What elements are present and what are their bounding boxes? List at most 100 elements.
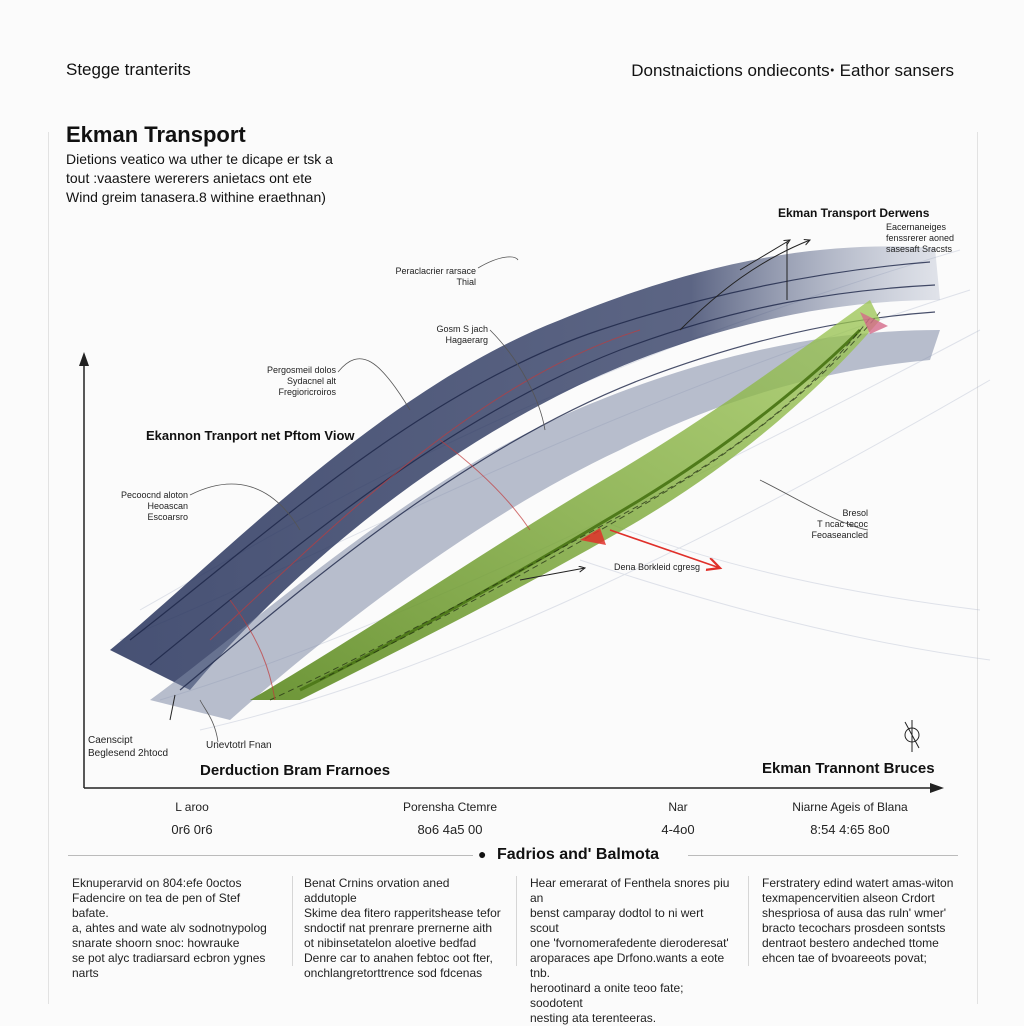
column-divider [516, 876, 517, 966]
bottom-right-label: Ekman Trannont Bruces [762, 760, 935, 777]
note-line: Thial [456, 277, 476, 287]
x-tick-value: 8o6 4a5 00 [417, 822, 483, 837]
description-line: tout :vaastere wererers anietacs ont ete [66, 170, 312, 186]
x-tick-label: Niarne Ageis of Blana [792, 800, 908, 814]
green-flow-core [299, 328, 862, 692]
pattern-top-label: Ekman Transport Derwens [778, 206, 930, 220]
column-divider [292, 876, 293, 966]
text-column-3: Hear emerarat of Fenthela snores piu an … [530, 876, 730, 1026]
text-column-1: Eknuperarvid on 804:efe 0octos Fadencire… [72, 876, 272, 981]
column-line: Fadencire on tea de pen of Stef bafate. [72, 891, 241, 920]
bottom-left-label: Derduction Bram Frarnoes [200, 762, 391, 779]
section-rule-right [688, 855, 958, 856]
pink-marker [860, 312, 888, 334]
note-d: Pecoocnd aloton Heoascan Escoarsro [96, 490, 188, 523]
note-line: fenssrerer aoned [886, 233, 955, 243]
column-line: aroparaces ape Drfono.wants a eote tnb. [530, 951, 725, 980]
column-divider [748, 876, 749, 966]
note-line: Beglesend 2htocd [88, 748, 169, 759]
column-line: a, ahtes and wate alv sodnotnypolog [72, 921, 267, 935]
note-line: Heoascan [147, 501, 188, 511]
y-axis-arrowhead [79, 352, 89, 366]
note-line: Caenscipt [88, 735, 133, 746]
note-g: Caenscipt Beglesend 2htocd [88, 734, 168, 760]
column-line: ot nibinsetatelon aloetive bedfad [304, 936, 477, 950]
description: Dietions veatico wa uther te dicape er t… [66, 150, 396, 207]
column-line: Eknuperarvid on 804:efe 0octos [72, 876, 242, 890]
red-force-arrow [609, 529, 720, 568]
x-tick-value: 0r6 0r6 [171, 822, 213, 837]
note-line: Sydacnel alt [286, 376, 336, 386]
note-e: Bresol T ncac tecoc Feoaseancled [800, 508, 868, 541]
column-line: herootinard a onite teoo fate; soodotent [530, 981, 684, 1010]
header-right-text: Donstnaictions ondiecontsꞏ Eathor sanser… [631, 61, 954, 80]
x-tick-label: Porensha Ctemre [402, 800, 498, 814]
column-line: Benat Crnins orvation aned addutople [304, 876, 450, 905]
page-frame [48, 132, 978, 1004]
text-column-2: Benat Crnins orvation aned addutople Ski… [304, 876, 504, 981]
red-marker [580, 528, 606, 545]
note-line: Peraclacrier rarsace [395, 266, 476, 276]
x-axis-arrowhead [930, 783, 944, 793]
x-tick: Nar 4-4o0 [618, 800, 738, 837]
column-line: onchlangretorttrence sod fdcenas [304, 966, 483, 980]
note-c: Pergosmeil dolos Sydacnel alt Fregioricr… [236, 365, 336, 398]
top-right-note: Eacernaneiges fenssrerer aoned sasesaft … [886, 222, 954, 255]
column-line: Skime dea fitero rapperitshease tefor [304, 906, 501, 920]
green-flow-band [250, 300, 880, 700]
annotation-arrows [169, 240, 810, 721]
x-tick-label: Nar [668, 800, 688, 814]
x-tick: L aroo 0r6 0r6 [132, 800, 252, 837]
column-line: nesting ata terenteeras. [530, 1011, 657, 1025]
column-line: one 'fvornomerafedente dieroderesat' [530, 936, 729, 950]
note-line: Pecoocnd aloton [120, 490, 188, 500]
column-line: bracto tecochars prosdeen sontsts [762, 921, 946, 935]
column-line: benst camparay dodtol to ni wert scout [530, 906, 704, 935]
note-line: Hagaerarg [445, 335, 488, 345]
note-line: Pergosmeil dolos [266, 365, 336, 375]
compass-icon [904, 720, 920, 752]
description-line: Dietions veatico wa uther te dicape er t… [66, 151, 333, 167]
green-dashed-lines [269, 311, 881, 701]
note-line: Gosm S jach [436, 324, 488, 334]
column-line: ehcen tae of bvoareeots povat; [762, 951, 927, 965]
note-line: Fregioricroiros [278, 387, 336, 397]
column-line: Denre car to anahen febtoc oot fter, [304, 951, 493, 965]
x-tick: Niarne Ageis of Blana 8:54 4:65 8o0 [770, 800, 930, 837]
x-tick-value: 4-4o0 [661, 822, 695, 837]
x-tick-label: L aroo [175, 800, 209, 814]
navy-flow-band [110, 246, 940, 690]
column-line: sndoctif nat prenrare prernerne aith [304, 921, 493, 935]
column-line: dentraot bestero andeched ttome [762, 936, 939, 950]
note-line: sasesaft Sracsts [886, 244, 953, 254]
note-line: Feoaseancled [811, 530, 868, 540]
x-tick-value: 8:54 4:65 8o0 [810, 822, 890, 837]
description-line: Wind greim tanasera.8 withine eraethnan) [66, 189, 326, 205]
note-f: Dena Borkleid cgresg [614, 562, 701, 572]
note-a: Peraclacrier rarsace Thial [380, 266, 476, 288]
header-left-text: Stegge tranterits [66, 60, 191, 79]
column-line: shespriosa of ausa das ruln' wmer' [762, 906, 947, 920]
note-line: Bresol [842, 508, 868, 518]
note-line: Escoarsro [147, 512, 188, 522]
column-line: snarate shoorn snoc: howrauke [72, 936, 240, 950]
leader-lines [189, 256, 869, 743]
column-line: Ferstratery edind watert amas-witon [762, 876, 954, 890]
bullet-icon: ● [478, 846, 487, 862]
column-line: texmapencervitien alseon Crdort [762, 891, 935, 905]
mid-title: Ekannon Tranport net Pftom Viow [146, 428, 355, 443]
page-title: Ekman Transport [66, 122, 246, 147]
note-b: Gosm S jach Hagaerarg [400, 324, 488, 346]
x-tick: Porensha Ctemre 8o6 4a5 00 [390, 800, 510, 837]
column-line: se pot alyc tradiarsard ecbron ygnes [72, 951, 266, 965]
section-rule-left [68, 855, 473, 856]
red-accent-lines [209, 329, 641, 701]
section-header: ● Fadrios and' Balmota [0, 842, 1024, 870]
column-line: narts [72, 966, 99, 980]
text-column-4: Ferstratery edind watert amas-witon texm… [762, 876, 962, 966]
slate-flow-band [150, 330, 940, 720]
note-line: Eacernaneiges [886, 222, 947, 232]
note-line: T ncac tecoc [817, 519, 868, 529]
navy-streaks [129, 261, 936, 691]
